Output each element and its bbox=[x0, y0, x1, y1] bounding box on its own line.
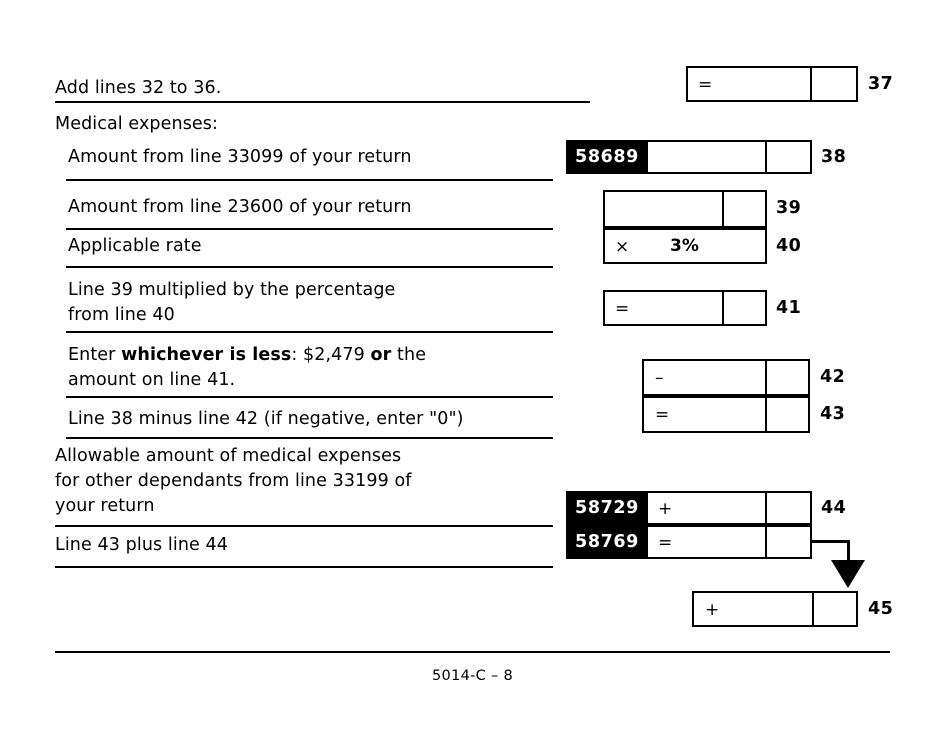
line-37-label: Add lines 32 to 36. bbox=[55, 78, 222, 98]
line-45-number: 45 bbox=[868, 599, 894, 619]
line-40-number: 40 bbox=[776, 236, 802, 256]
arrow-head-icon bbox=[831, 560, 865, 588]
line-44-underline bbox=[55, 525, 553, 527]
line-44-amount-box[interactable] bbox=[646, 491, 812, 525]
line-39-underline bbox=[66, 228, 553, 230]
line-43-operator: = bbox=[655, 405, 670, 425]
line-41-label: Line 39 multiplied by the percentage fro… bbox=[68, 280, 396, 325]
line-40-rate-value: 3% bbox=[670, 236, 699, 256]
arrow-horizontal-segment bbox=[810, 540, 850, 543]
line-44-operator: + bbox=[658, 499, 673, 519]
line-42-label: Enter whichever is less: $2,479 or the a… bbox=[68, 343, 568, 393]
line-42-label-bold2: or bbox=[370, 345, 392, 365]
line-38-number: 38 bbox=[821, 147, 847, 167]
line-38-underline bbox=[66, 179, 553, 181]
line-42-label-part2: : $2,479 bbox=[291, 345, 371, 365]
line-42-label-part3: the amount on line 41. bbox=[68, 345, 427, 390]
line-41-underline bbox=[66, 331, 553, 333]
line-42-label-bold1: whichever is less bbox=[121, 345, 292, 365]
line-39-cents-divider bbox=[722, 190, 724, 228]
medical-expenses-heading: Medical expenses: bbox=[55, 114, 218, 134]
line-44b-underline bbox=[55, 566, 553, 568]
line-40-operator: × bbox=[615, 237, 630, 257]
line-37-underline bbox=[55, 101, 590, 103]
line-44-number: 44 bbox=[821, 498, 847, 518]
line-45-amount-box[interactable] bbox=[692, 591, 858, 627]
line-44b-field-code: 58769 bbox=[566, 525, 648, 559]
line-44b-cents-divider bbox=[765, 525, 767, 559]
line-41-operator: = bbox=[615, 299, 630, 319]
line-37-amount-box[interactable] bbox=[686, 66, 858, 102]
line-44-label: Allowable amount of medical expenses for… bbox=[55, 446, 412, 516]
line-38-cents-divider bbox=[765, 140, 767, 174]
line-42-cents-divider bbox=[765, 359, 767, 396]
line-44-field-code: 58729 bbox=[566, 491, 648, 525]
line-42-label-part1: Enter bbox=[68, 345, 122, 365]
line-43-label: Line 38 minus line 42 (if negative, ente… bbox=[68, 409, 464, 429]
line-37-number: 37 bbox=[868, 74, 894, 94]
line-40-underline bbox=[66, 266, 553, 268]
line-41-number: 41 bbox=[776, 298, 802, 318]
line-41-cents-divider bbox=[722, 290, 724, 326]
line-39-amount-box[interactable] bbox=[603, 190, 767, 228]
line-37-operator: = bbox=[698, 75, 713, 95]
line-45-operator: + bbox=[705, 600, 720, 620]
line-44-cents-divider bbox=[765, 491, 767, 525]
line-45-cents-divider bbox=[812, 591, 814, 627]
line-37-cents-divider bbox=[810, 66, 812, 102]
footer-separator bbox=[55, 651, 890, 653]
line-43-underline bbox=[66, 437, 553, 439]
line-44b-operator: = bbox=[658, 533, 673, 553]
line-42-amount-box[interactable] bbox=[642, 359, 810, 396]
line-42-underline bbox=[66, 396, 553, 398]
line-43-cents-divider bbox=[765, 396, 767, 433]
line-44b-label: Line 43 plus line 44 bbox=[55, 535, 229, 555]
line-38-field-code: 58689 bbox=[566, 140, 648, 174]
line-41-amount-box[interactable] bbox=[603, 290, 767, 326]
line-40-rate-box[interactable] bbox=[603, 228, 767, 264]
line-38-amount-box[interactable] bbox=[646, 140, 812, 174]
arrow-vertical-segment bbox=[847, 540, 850, 562]
line-38-label: Amount from line 33099 of your return bbox=[68, 147, 412, 167]
line-42-operator: – bbox=[655, 368, 664, 388]
line-39-number: 39 bbox=[776, 198, 802, 218]
line-40-label: Applicable rate bbox=[68, 236, 202, 256]
line-39-label: Amount from line 23600 of your return bbox=[68, 197, 412, 217]
line-43-number: 43 bbox=[820, 404, 846, 424]
line-43-amount-box[interactable] bbox=[642, 396, 810, 433]
line-42-number: 42 bbox=[820, 367, 846, 387]
footer-form-id: 5014-C – 8 bbox=[432, 668, 513, 684]
